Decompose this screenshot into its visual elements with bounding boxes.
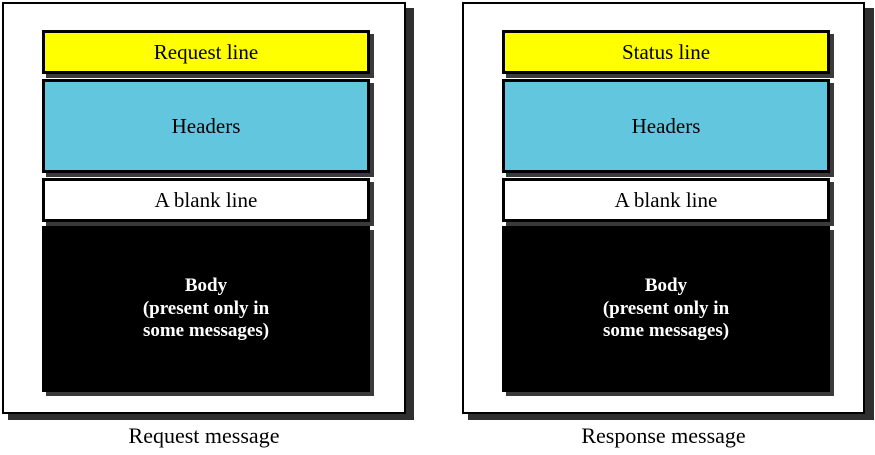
- response-body-box: Body (present only in some messages): [502, 226, 830, 392]
- request-blank-line-label: A blank line: [154, 187, 258, 212]
- response-start-line-label: Status line: [621, 39, 711, 64]
- request-blank-line-box: A blank line: [42, 178, 370, 222]
- response-panel-inner: Status line Headers A blank line Body (p…: [464, 4, 863, 412]
- response-body-label: Body (present only in some messages): [602, 275, 730, 342]
- response-headers-box: Headers: [502, 79, 830, 173]
- request-headers-box: Headers: [42, 79, 370, 173]
- response-blank-line-box: A blank line: [502, 178, 830, 222]
- request-message-panel: Request line Headers A blank line Body (…: [2, 2, 406, 414]
- request-body-label: Body (present only in some messages): [142, 275, 270, 342]
- request-panel-caption: Request message: [128, 423, 280, 448]
- request-body-box: Body (present only in some messages): [42, 226, 370, 392]
- request-start-line-box: Request line: [42, 30, 370, 74]
- request-headers-label: Headers: [171, 113, 241, 138]
- response-message-panel: Status line Headers A blank line Body (p…: [462, 2, 865, 414]
- response-headers-label: Headers: [631, 113, 701, 138]
- request-start-line-label: Request line: [153, 39, 259, 64]
- response-panel-caption: Response message: [581, 423, 746, 448]
- response-start-line-box: Status line: [502, 30, 830, 74]
- request-panel-inner: Request line Headers A blank line Body (…: [4, 4, 404, 412]
- response-blank-line-label: A blank line: [614, 187, 718, 212]
